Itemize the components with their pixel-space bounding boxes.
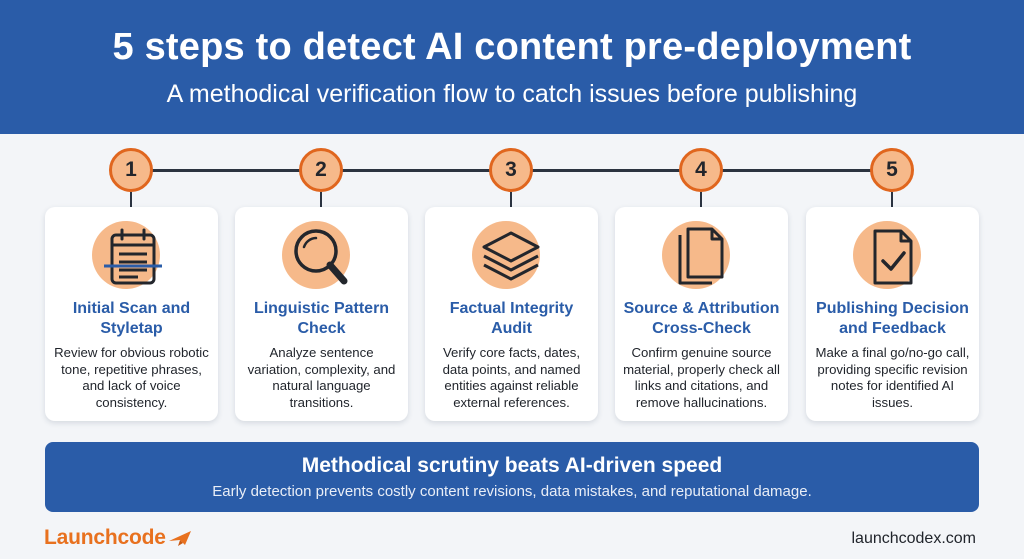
header-banner: 5 steps to detect AI content pre-deploym… <box>0 0 1024 134</box>
website-link[interactable]: launchcodex.com <box>851 530 976 547</box>
step-3-connector <box>510 192 512 208</box>
summary-banner: Methodical scrutiny beats AI-driven spee… <box>45 442 979 512</box>
step-1-description: Review for obvious robotic tone, repetit… <box>54 345 209 410</box>
step-5-card: Publishing Decision and Feedback Make a … <box>806 207 979 421</box>
step-3-description: Verify core facts, dates, data points, a… <box>442 345 581 410</box>
step-4-number: 4 <box>679 148 723 192</box>
page-title: 5 steps to detect AI content pre-deploym… <box>112 26 912 68</box>
logo-text: Launchcode <box>44 526 166 549</box>
summary-subtitle: Early detection prevents costly content … <box>212 483 812 500</box>
documents-icon <box>662 221 730 289</box>
step-4-description: Confirm genuine source material, properl… <box>623 345 780 410</box>
plane-icon <box>168 531 191 546</box>
step-2-connector <box>320 192 322 208</box>
step-4-title: Source & Attribution Cross-Check <box>623 300 780 337</box>
summary-title: Methodical scrutiny beats AI-driven spee… <box>301 454 723 477</box>
step-2-description: Analyze sentence variation, complexity, … <box>247 345 396 410</box>
step-5-number: 5 <box>870 148 914 192</box>
step-4-connector <box>700 192 702 208</box>
step-2-title: Linguistic Pattern Check <box>253 300 390 337</box>
step-1-connector <box>130 192 132 208</box>
document-check-icon <box>853 221 921 289</box>
step-1-card: Initial Scan and Styletap Review for obv… <box>45 207 218 421</box>
brand-logo[interactable]: Launchcode <box>44 526 193 550</box>
step-3-title: Factual Integrity Audit <box>449 300 574 337</box>
step-5-description: Make a final go/no-go call, providing sp… <box>815 345 970 410</box>
step-2-number: 2 <box>299 148 343 192</box>
magnifier-icon <box>282 221 350 289</box>
step-1-number: 1 <box>109 148 153 192</box>
step-2-card: Linguistic Pattern Check Analyze sentenc… <box>235 207 408 421</box>
step-4-card: Source & Attribution Cross-Check Confirm… <box>615 207 788 421</box>
step-5-connector <box>891 192 893 208</box>
layers-icon <box>472 221 540 289</box>
page-subtitle: A methodical verification flow to catch … <box>166 80 858 108</box>
step-5-title: Publishing Decision and Feedback <box>816 300 969 337</box>
step-3-card: Factual Integrity Audit Verify core fact… <box>425 207 598 421</box>
step-3-number: 3 <box>489 148 533 192</box>
step-1-title: Initial Scan and Styletap <box>72 300 191 337</box>
calendar-scan-icon <box>92 221 162 289</box>
